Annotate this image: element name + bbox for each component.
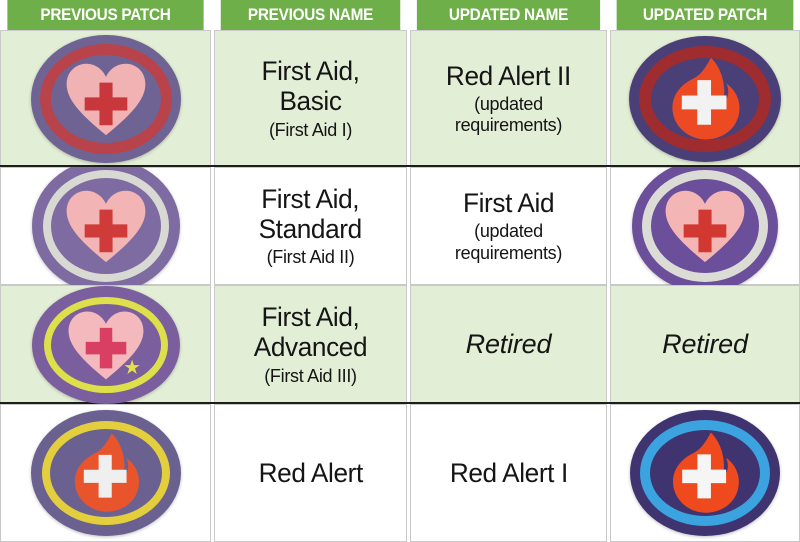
updated-name-subtitle-line1: (updated — [474, 93, 543, 114]
cell-previous-name: First Aid, Basic (First Aid I) — [211, 30, 407, 167]
updated-patch-retired-label: Retired — [662, 329, 748, 360]
heart-cross-patch-icon — [31, 167, 180, 285]
cell-updated-name: Red Alert I — [407, 404, 607, 542]
table-row: ★ First Aid, Advanced (First Aid III) Re… — [0, 285, 800, 404]
updated-name-block: Retired — [460, 329, 558, 359]
patch-emblem — [632, 167, 778, 285]
previous-name-block: First Aid, Basic (First Aid I) — [254, 56, 367, 141]
updated-name-title: First Aid — [462, 188, 555, 219]
column-header-updated-name: UPDATED NAME — [416, 0, 601, 30]
patch-ring — [43, 296, 168, 393]
cell-previous-name: First Aid, Advanced (First Aid III) — [211, 285, 407, 404]
cell-updated-patch — [607, 404, 800, 542]
updated-name-block: Red Alert I — [442, 458, 576, 488]
star-icon: ★ — [123, 356, 142, 379]
previous-name-line1: First Aid, — [261, 183, 360, 214]
flame-cross-patch-icon — [30, 410, 181, 536]
cell-updated-patch — [607, 167, 800, 285]
previous-name-line2: Basic — [279, 86, 342, 117]
cell-previous-patch — [0, 30, 211, 167]
cell-previous-patch: ★ — [0, 285, 211, 404]
updated-patch-block: Retired — [656, 329, 754, 359]
table-row: Red Alert Red Alert I — [0, 404, 800, 542]
patch-emblem — [32, 167, 180, 285]
patch-emblem — [629, 36, 781, 162]
cell-previous-name: First Aid, Standard (First Aid II) — [211, 167, 407, 285]
previous-name-line2: Advanced — [253, 332, 368, 363]
table-row: First Aid, Standard (First Aid II) First… — [0, 167, 800, 285]
updated-name-title: Red Alert I — [449, 457, 568, 488]
cell-updated-patch — [607, 30, 800, 167]
column-header-previous-name: PREVIOUS NAME — [220, 0, 401, 30]
heart-cross-patch-icon — [30, 34, 181, 163]
heart-cross-patch-icon — [632, 167, 778, 285]
updated-name-title: Red Alert II — [446, 60, 571, 91]
cell-updated-patch: Retired — [607, 285, 800, 404]
updated-name-subtitle-line2: requirements) — [454, 242, 563, 263]
heart-cross-star-patch-icon: ★ — [31, 285, 180, 404]
previous-name-subtitle: (First Aid II) — [266, 247, 355, 268]
flame-cross-patch-icon — [629, 35, 781, 162]
column-header-updated-patch: UPDATED PATCH — [616, 0, 794, 30]
previous-name-block: First Aid, Standard (First Aid II) — [251, 184, 369, 269]
previous-name-block: Red Alert — [251, 458, 370, 488]
column-header-previous-patch: PREVIOUS PATCH — [7, 0, 204, 30]
patch-ring — [39, 43, 172, 154]
updated-name-subtitle-line1: (updated — [474, 221, 543, 242]
cell-updated-name: Red Alert II (updated requirements) — [407, 30, 607, 167]
patch-ring — [642, 170, 768, 282]
previous-name-line1: First Aid, — [261, 56, 360, 87]
patch-ring — [42, 170, 169, 282]
previous-name-line1: First Aid, — [261, 302, 360, 333]
patch-emblem — [31, 410, 181, 536]
table-row: First Aid, Basic (First Aid I) Red Alert… — [0, 30, 800, 167]
updated-name-retired-label: Retired — [465, 329, 552, 360]
cell-previous-name: Red Alert — [211, 404, 407, 542]
patch-emblem — [31, 35, 181, 163]
previous-name-subtitle: (First Aid I) — [268, 119, 353, 140]
cell-previous-patch — [0, 404, 211, 542]
flame-cross-patch-icon — [630, 410, 780, 536]
updated-name-subtitle-line2: requirements) — [454, 115, 563, 136]
updated-name-block: Red Alert II (updated requirements) — [438, 61, 579, 137]
patch-ring — [41, 421, 170, 525]
cell-updated-name: Retired — [407, 285, 607, 404]
updated-name-block: First Aid (updated requirements) — [449, 188, 568, 264]
patch-emblem — [32, 286, 180, 404]
cell-updated-name: First Aid (updated requirements) — [407, 167, 607, 285]
table-header-row: PREVIOUS PATCH PREVIOUS NAME UPDATED NAM… — [0, 0, 800, 30]
patch-emblem — [630, 410, 780, 536]
patch-ring — [640, 420, 770, 526]
previous-name-subtitle: (First Aid III) — [264, 365, 357, 386]
previous-name-line2: Standard — [258, 213, 363, 244]
previous-name-block: First Aid, Advanced (First Aid III) — [246, 302, 375, 387]
cell-previous-patch — [0, 167, 211, 285]
previous-name-title: Red Alert — [258, 457, 363, 488]
